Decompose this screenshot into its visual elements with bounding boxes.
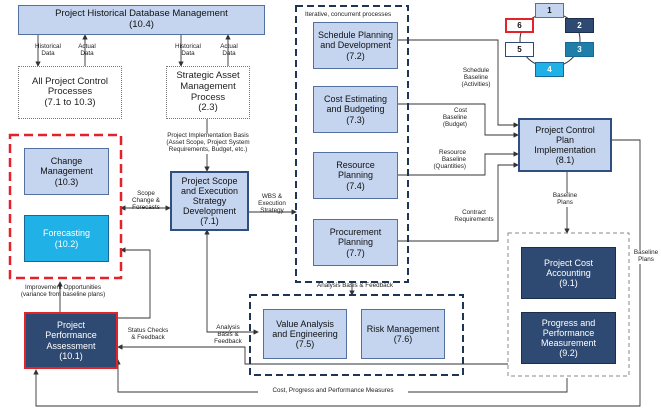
cycle-step-3: 3 xyxy=(565,42,594,57)
change-num: (10.3) xyxy=(54,176,79,187)
label-improvement-opportunities: Improvement Opportunities (variance from… xyxy=(20,284,106,298)
label-resource-baseline: Resource Baseline (Quantities) xyxy=(433,149,466,170)
cost-accounting-box: Project Cost Accounting(9.1) xyxy=(521,247,616,299)
scope-num: (7.1) xyxy=(200,216,219,227)
database-management-box: Project Historical Database Management(1… xyxy=(18,5,265,35)
strategic-title: Strategic Asset Management Process xyxy=(176,70,240,103)
label-actual-2: Actual Data xyxy=(220,43,238,57)
label-status-checks: Status Checks & Feedback xyxy=(127,327,169,341)
resource-num: (7.4) xyxy=(346,180,365,191)
label-implementation-basis: Project Implementation Basis (Asset Scop… xyxy=(158,132,258,154)
cost-est-title: Cost Estimating and Budgeting xyxy=(323,94,388,115)
cost-estimating-box: Cost Estimating and Budgeting(7.3) xyxy=(313,86,398,133)
label-baseline-plans-1: Baseline Plans xyxy=(545,192,585,207)
procurement-planning-box: Procurement Planning(7.7) xyxy=(313,219,398,266)
change-management-box: Change Management(10.3) xyxy=(24,148,109,195)
cost-acct-num: (9.1) xyxy=(559,278,578,289)
schedule-title: Schedule Planning and Development xyxy=(317,30,394,51)
schedule-planning-box: Schedule Planning and Development(7.2) xyxy=(313,22,398,69)
resource-planning-box: Resource Planning(7.4) xyxy=(313,152,398,199)
cycle-step-4: 4 xyxy=(535,62,564,77)
label-analysis-basis-feedback: Analysis Basis & Feedback xyxy=(317,282,393,289)
plan-impl-num: (8.1) xyxy=(555,155,575,166)
plan-impl-title: Project Control Plan Implementation xyxy=(534,124,596,155)
strategic-num: (2.3) xyxy=(198,102,218,114)
progress-title: Progress and Performance Measurement xyxy=(540,317,597,348)
label-contract-requirements: Contract Requirements xyxy=(454,209,494,223)
all-control-processes-box: All Project Control Processes(7.1 to 10.… xyxy=(18,66,122,119)
label-iterative: Iterative, concurrent processes xyxy=(305,11,392,18)
plan-implementation-box: Project Control Plan Implementation(8.1) xyxy=(518,118,612,172)
forecast-title: Forecasting xyxy=(42,228,91,239)
change-title: Change Management xyxy=(40,156,93,177)
risk-management-box: Risk Management(7.6) xyxy=(361,309,445,359)
value-title: Value Analysis and Engineering xyxy=(272,318,338,339)
perf-num: (10.1) xyxy=(59,350,83,361)
label-scope-change: Scope Change & Forecasts xyxy=(131,190,160,211)
perf-title: Project Performance Assessment xyxy=(45,320,97,351)
label-historical-1: Historical Data xyxy=(35,43,61,57)
strategic-asset-box: Strategic Asset Management Process(2.3) xyxy=(166,66,250,119)
all-control-num: (7.1 to 10.3) xyxy=(44,96,96,108)
label-cost-progress-measures: Cost, Progress and Performance Measures xyxy=(258,387,408,395)
schedule-num: (7.2) xyxy=(346,50,365,61)
label-analysis-basis-2: Analysis Basis & Feedback xyxy=(214,324,242,345)
cost-acct-title: Project Cost Accounting xyxy=(543,257,594,278)
label-cost-baseline: Cost Baseline (Budget) xyxy=(442,107,467,128)
cycle-step-6: 6 xyxy=(505,18,534,33)
all-control-title: All Project Control Processes xyxy=(31,75,109,98)
cycle-step-1: 1 xyxy=(535,3,564,18)
resource-title: Resource Planning xyxy=(336,160,375,181)
performance-assessment-box: Project Performance Assessment(10.1) xyxy=(24,312,118,369)
forecast-num: (10.2) xyxy=(54,238,79,249)
scope-title: Project Scope and Execution Strategy Dev… xyxy=(180,175,239,217)
cycle-step-5: 5 xyxy=(505,42,534,57)
label-baseline-plans-2: Baseline Plans xyxy=(631,249,661,264)
label-historical-2: Historical Data xyxy=(175,43,201,57)
scope-strategy-box: Project Scope and Execution Strategy Dev… xyxy=(170,171,249,231)
risk-num: (7.6) xyxy=(393,334,413,344)
cost-est-num: (7.3) xyxy=(346,114,365,125)
label-wbs-strategy: WBS & Execution Strategy xyxy=(258,193,286,214)
value-num: (7.5) xyxy=(295,339,315,350)
risk-title: Risk Management xyxy=(366,323,440,334)
progress-num: (9.2) xyxy=(559,348,578,359)
db-title: Project Historical Database Management xyxy=(55,8,228,20)
value-analysis-box: Value Analysis and Engineering(7.5) xyxy=(263,309,347,359)
cycle-step-2: 2 xyxy=(565,18,594,33)
procure-title: Procurement Planning xyxy=(329,227,382,248)
label-schedule-baseline: Schedule Baseline (Activities) xyxy=(461,67,491,88)
forecasting-box: Forecasting(10.2) xyxy=(24,215,109,262)
progress-measurement-box: Progress and Performance Measurement(9.2… xyxy=(521,312,616,364)
procure-num: (7.7) xyxy=(346,247,365,258)
db-num: (10.4) xyxy=(129,19,154,30)
label-actual-1: Actual Data xyxy=(78,43,96,57)
